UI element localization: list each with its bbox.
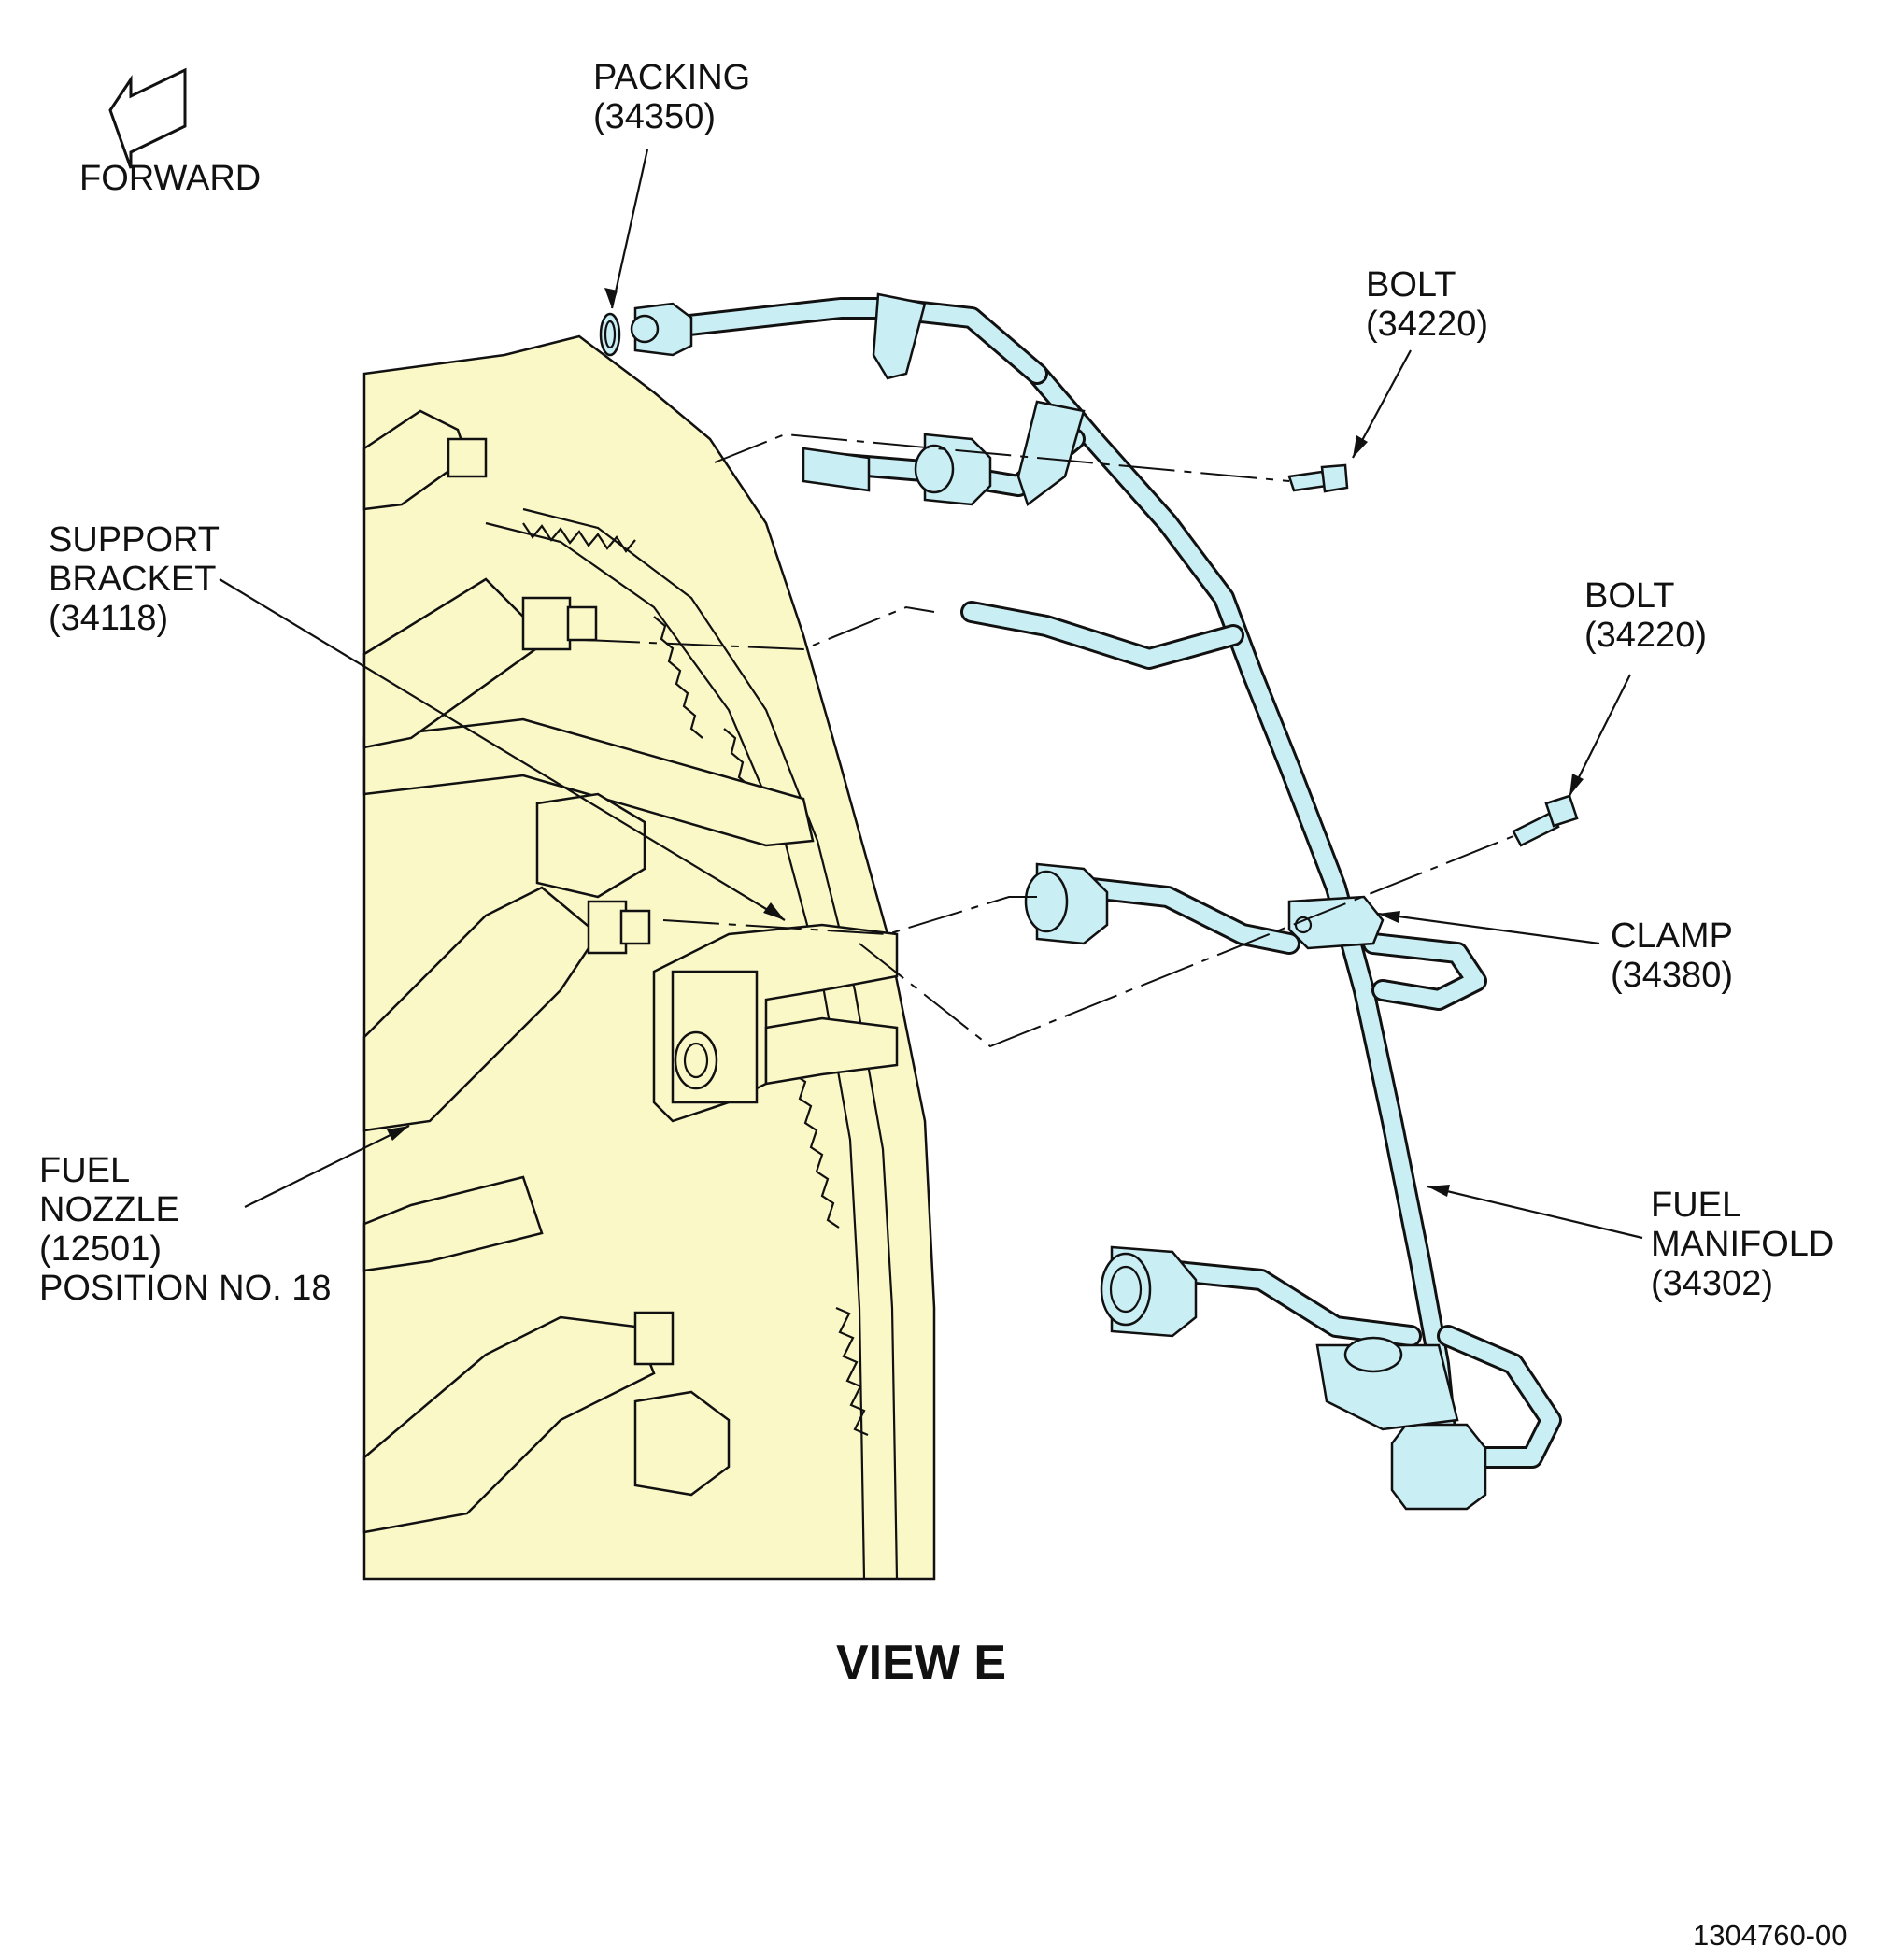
fuel-nozzle-position: POSITION NO. 18	[39, 1269, 332, 1308]
fuel-nozzle-number: (12501)	[39, 1229, 162, 1269]
packing-callout: PACKING (34350)	[593, 58, 750, 309]
packing-number: (34350)	[593, 97, 716, 136]
packing-label: PACKING	[593, 58, 750, 97]
bolt-lower-number: (34220)	[1584, 616, 1707, 655]
clamp-number: (34380)	[1611, 956, 1733, 995]
fuel-manifold-assembly	[630, 292, 1562, 1511]
fuel-nozzle-label-1: FUEL	[39, 1151, 130, 1190]
support-bracket-label-2: BRACKET	[49, 560, 216, 599]
forward-label: FORWARD	[79, 159, 261, 198]
fuel-manifold-label-1: FUEL	[1651, 1186, 1741, 1225]
forward-arrow-icon	[108, 67, 187, 169]
clamp-label: CLAMP	[1611, 916, 1733, 956]
bolt-upper-label: BOLT	[1366, 265, 1456, 305]
bolt-upper-number: (34220)	[1366, 305, 1488, 344]
fuel-manifold-number: (34302)	[1651, 1264, 1773, 1303]
support-bracket-number: (34118)	[49, 599, 168, 638]
packing-ring-icon	[599, 312, 621, 357]
support-bracket-label-1: SUPPORT	[49, 520, 220, 560]
bolt-upper-icon	[1287, 463, 1349, 493]
fuel-nozzle-label-2: NOZZLE	[39, 1190, 179, 1229]
bolt-upper-callout: BOLT (34220)	[1352, 265, 1488, 459]
clamp-callout: CLAMP (34380)	[1377, 911, 1733, 995]
bolt-lower-label: BOLT	[1584, 576, 1674, 616]
fuel-manifold-label-2: MANIFOLD	[1651, 1225, 1834, 1264]
support-bracket-callout: SUPPORT BRACKET (34118)	[49, 520, 786, 921]
bolt-lower-icon	[1512, 794, 1579, 847]
document-number: 1304760-00	[1693, 1919, 1848, 1952]
engine-case	[362, 334, 936, 1581]
view-title: VIEW E	[836, 1636, 1006, 1690]
fuel-manifold-callout: FUEL MANIFOLD (34302)	[1427, 1185, 1834, 1303]
bolt-lower-callout: BOLT (34220)	[1569, 576, 1707, 797]
assembly-phantom-lines	[583, 433, 1514, 1048]
fuel-nozzle-callout: FUEL NOZZLE (12501) POSITION NO. 18	[39, 1125, 410, 1308]
